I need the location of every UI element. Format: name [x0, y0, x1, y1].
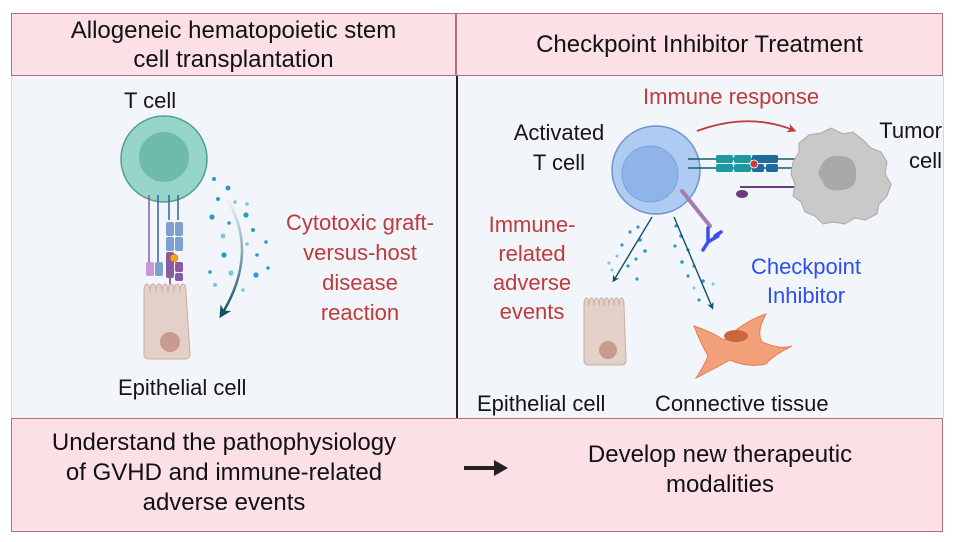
gvhd-reaction-line-4: reaction	[320, 300, 400, 325]
irae-line-4: events	[499, 299, 565, 324]
gvhd-arrow-icon	[219, 190, 244, 319]
footer-right-line-2: modalities	[665, 471, 775, 498]
epithelial-cell-right-icon	[583, 297, 627, 366]
footer-left-text: Understand the pathophysiology of GVHD a…	[14, 428, 434, 518]
t-cell-icon	[120, 115, 208, 203]
header-right-text: Checkpoint Inhibitor Treatment	[536, 31, 863, 58]
tumor-cell-line-1: Tumor	[879, 118, 942, 143]
cytokine-dots-left	[208, 177, 270, 292]
panel-divider	[456, 76, 458, 418]
activated-t-cell-line-1: Activated	[513, 120, 605, 145]
header-left-line-1: Allogeneic hematopoietic stem	[70, 16, 397, 44]
left-panel	[11, 76, 457, 418]
footer-right-text: Develop new therapeutic modalities	[520, 440, 920, 500]
activated-t-cell-label: Activated T cell	[496, 118, 622, 178]
header-allo-hsct: Allogeneic hematopoietic stem cell trans…	[11, 13, 456, 76]
footer-left-line-3: adverse events	[142, 489, 306, 516]
epithelial-cell-label-left: Epithelial cell	[118, 375, 247, 400]
footer-box	[11, 418, 943, 532]
checkpoint-inhibitor-label: Checkpoint Inhibitor	[736, 252, 876, 310]
footer-left-line-1: Understand the pathophysiology	[51, 429, 397, 456]
connective-tissue-label: Connective tissue	[655, 391, 829, 416]
t-cell-label: T cell	[124, 88, 177, 113]
epithelial-cell-icon	[143, 283, 191, 360]
immune-synapse-receptors-icon	[688, 155, 800, 198]
irae-arrow-connective-icon	[673, 216, 714, 310]
checkpoint-inhibitor-line-1: Checkpoint	[750, 254, 862, 279]
irae-label: Immune- related adverse events	[482, 210, 582, 326]
immune-response-label: Immune response	[643, 84, 820, 109]
footer-left-line-2: of GVHD and immune-related	[65, 459, 383, 486]
footer-right-line-1: Develop new therapeutic	[587, 441, 853, 468]
gvhd-reaction-line-3: disease	[322, 270, 398, 295]
gvhd-reaction-line-1: Cytotoxic graft-	[286, 210, 434, 235]
header-checkpoint-inhibitor: Checkpoint Inhibitor Treatment	[456, 13, 943, 76]
tumor-cell-label: Tumor cell	[872, 116, 942, 176]
irae-arrow-epithelial-icon	[612, 216, 653, 283]
header-left-line-2: cell transplantation	[133, 45, 334, 73]
gvhd-reaction-label: Cytotoxic graft- versus-host disease rea…	[270, 208, 450, 328]
immune-response-arrow-icon	[696, 120, 797, 133]
irae-line-2: related	[498, 241, 566, 266]
tcr-receptor-icon	[146, 195, 183, 300]
epithelial-cell-label-right: Epithelial cell	[477, 391, 606, 416]
activated-t-cell-icon	[611, 125, 701, 215]
checkpoint-inhibitor-line-2: Inhibitor	[766, 283, 846, 308]
gvhd-reaction-line-2: versus-host	[303, 240, 417, 265]
tumor-cell-icon	[790, 127, 892, 225]
connective-tissue-fibroblast-icon	[693, 313, 793, 380]
irae-line-3: adverse	[492, 270, 572, 295]
irae-line-1: Immune-	[488, 212, 576, 237]
activated-t-cell-line-2: T cell	[532, 150, 586, 175]
right-panel	[456, 76, 944, 418]
checkpoint-inhibitor-antibody-icon	[680, 189, 723, 252]
tumor-cell-line-2: cell	[908, 148, 942, 173]
